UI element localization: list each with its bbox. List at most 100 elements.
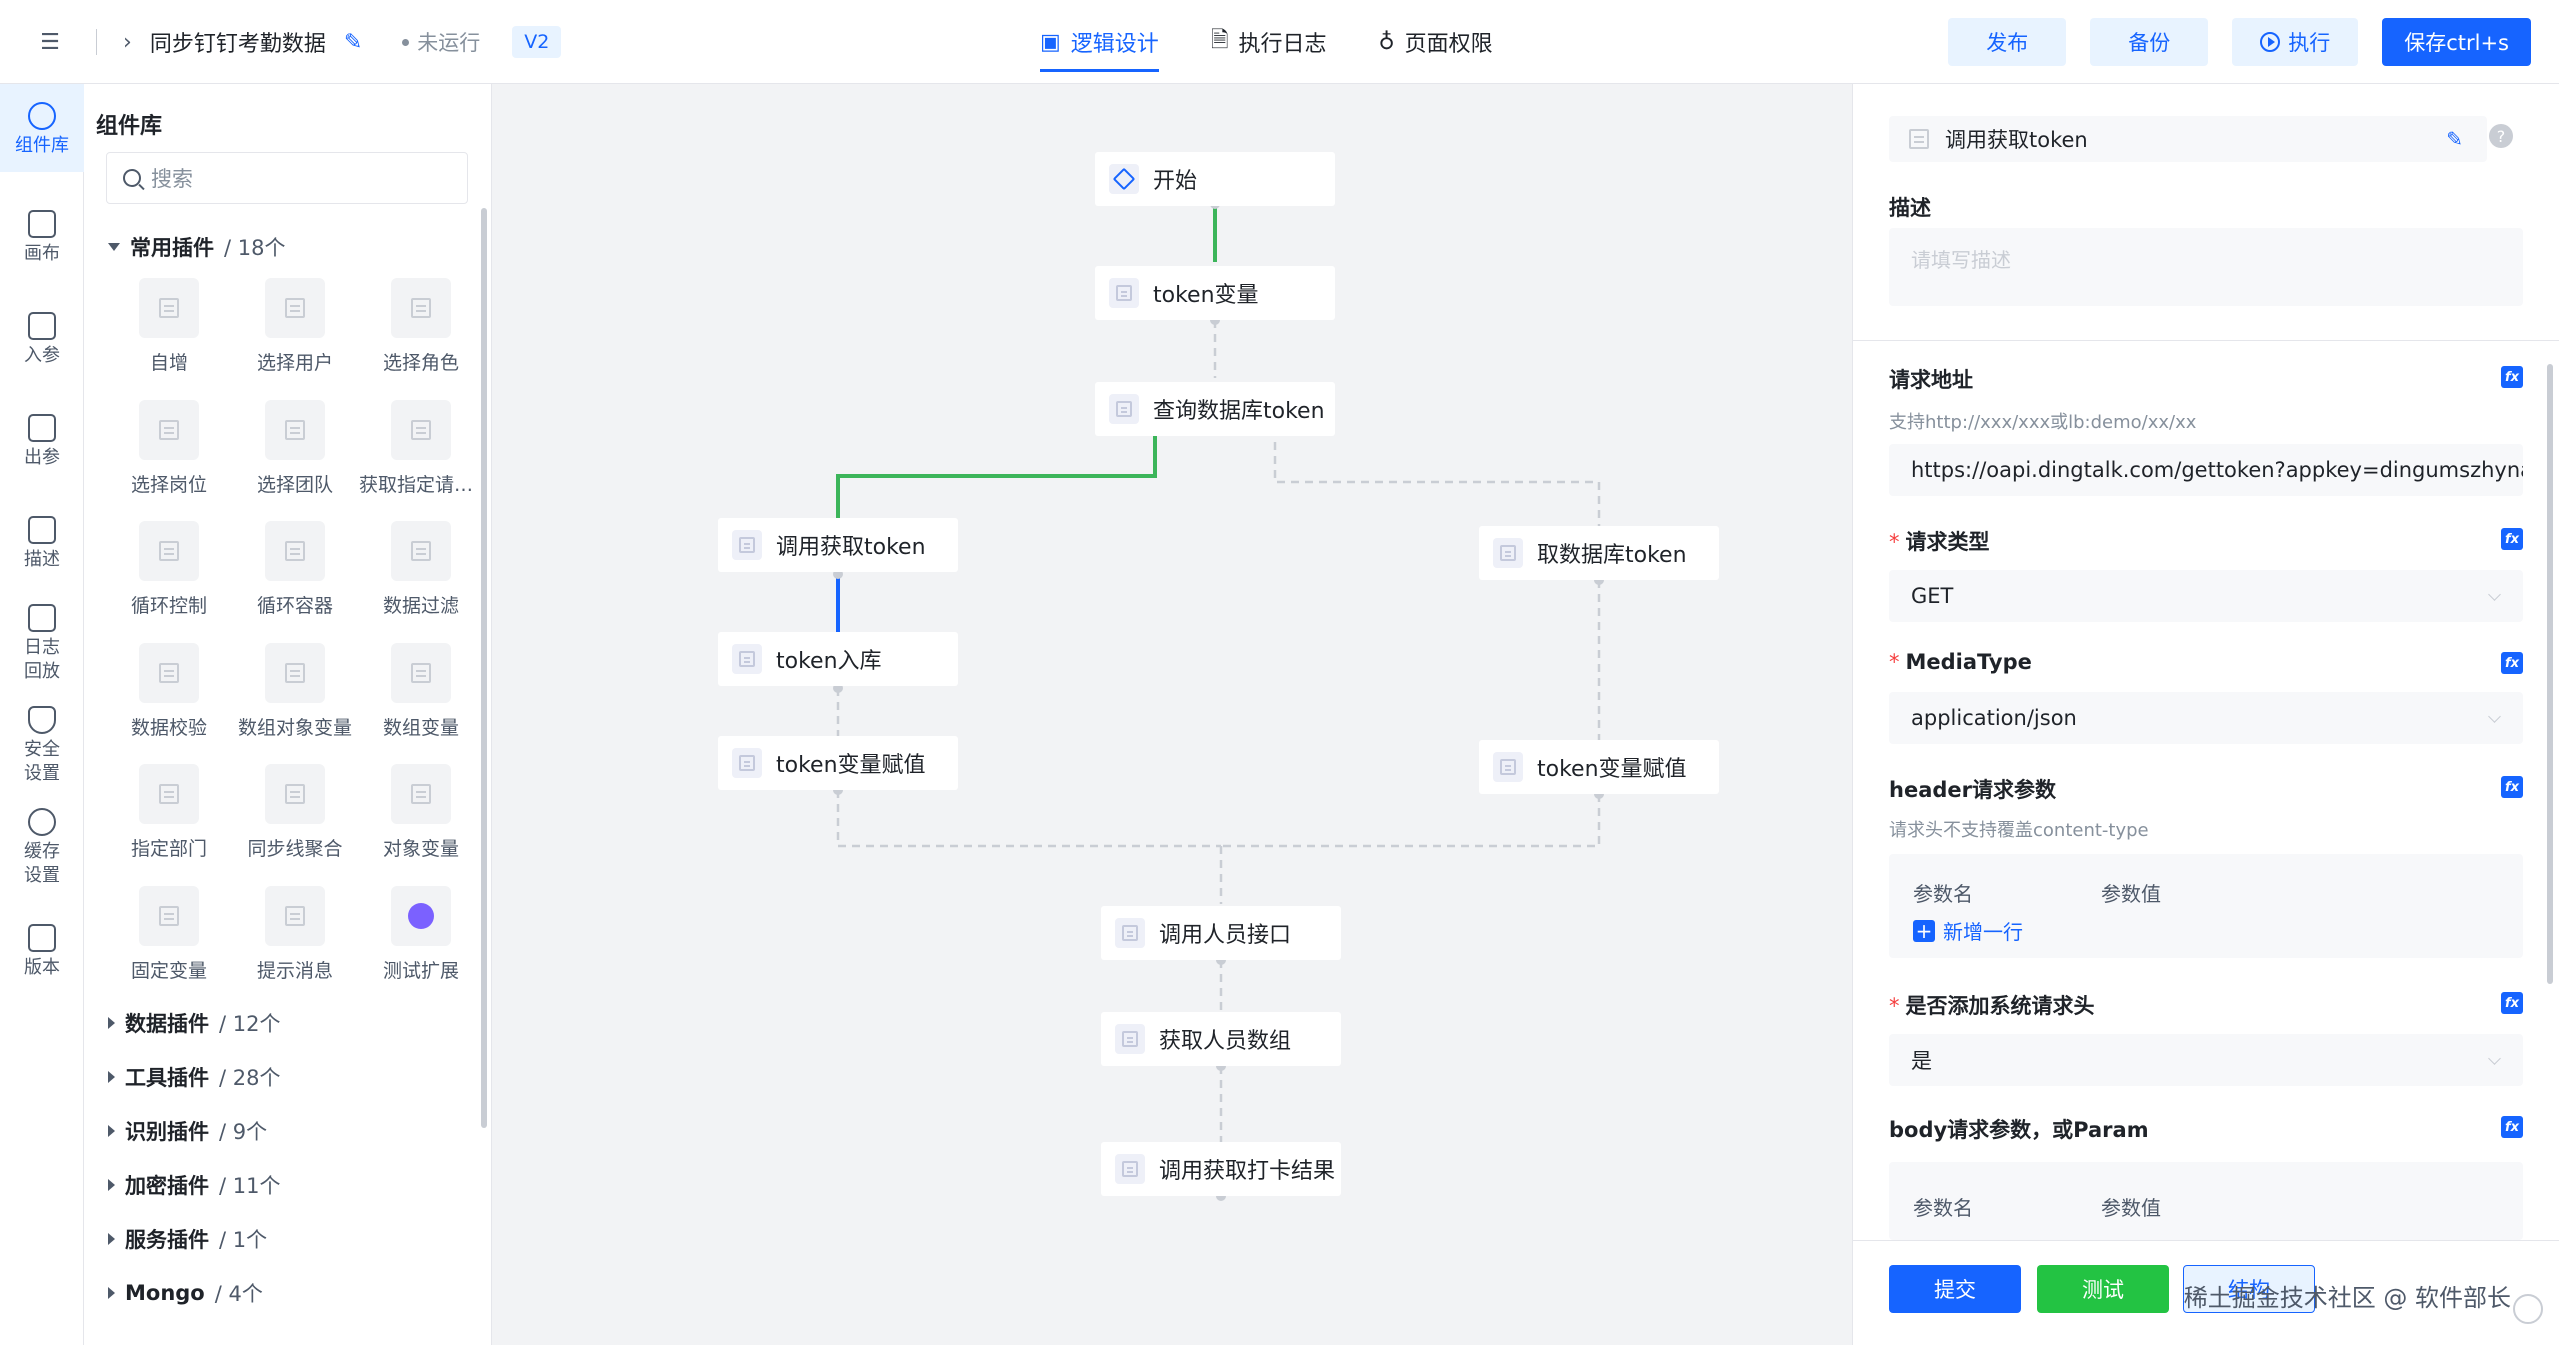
group-name: Mongo <box>125 1281 205 1305</box>
component-item[interactable]: 选择角色 <box>358 278 484 400</box>
test-button[interactable]: 测试 <box>2037 1265 2169 1313</box>
component-doc-icon <box>391 764 451 825</box>
component-item[interactable]: 测试扩展 <box>358 885 484 1008</box>
rail-item-description[interactable]: 描述 <box>0 516 84 572</box>
rail-item-cache[interactable]: 缓存 设置 <box>0 808 84 888</box>
component-item[interactable]: 循环容器 <box>232 521 358 643</box>
edit-pencil-icon[interactable]: ✎ <box>2446 127 2463 151</box>
node-token-assign-left[interactable]: token变量赋值 <box>718 736 958 790</box>
component-label: 自增 <box>149 352 188 374</box>
submit-button[interactable]: 提交 <box>1889 1265 2021 1313</box>
doc-glyph <box>411 784 431 805</box>
node-call-checkin-result[interactable]: 调用获取打卡结果 <box>1101 1142 1341 1196</box>
chevron-right-icon[interactable]: › <box>123 29 132 55</box>
component-item[interactable]: 提示消息 <box>232 885 358 1008</box>
component-label: 测试扩展 <box>382 959 459 982</box>
add-header-row-button[interactable]: +新增一行 <box>1913 916 2023 945</box>
search-input[interactable]: 搜索 <box>106 152 468 204</box>
fx-icon[interactable]: fx <box>2501 652 2523 674</box>
group-encryption-plugins[interactable]: 加密插件/ 11个 <box>108 1170 280 1200</box>
node-get-db-token[interactable]: 取数据库token <box>1479 526 1719 580</box>
group-common-plugins[interactable]: 常用插件 / 18个 <box>108 232 285 262</box>
component-item[interactable]: 数据校验 <box>106 642 232 765</box>
component-item[interactable]: 数组对象变量 <box>232 642 358 765</box>
fx-icon[interactable]: fx <box>2501 992 2523 1014</box>
method-label-text: 请求类型 <box>1905 530 1990 554</box>
fx-icon[interactable]: fx <box>2501 1116 2523 1138</box>
fx-icon[interactable]: fx <box>2501 366 2523 388</box>
node-token-variable[interactable]: token变量 <box>1095 266 1335 320</box>
fx-icon[interactable]: fx <box>2501 528 2523 550</box>
component-item[interactable]: 固定变量 <box>106 885 232 1008</box>
group-data-plugins[interactable]: 数据插件/ 12个 <box>108 1008 280 1038</box>
status-dot-icon <box>402 38 410 46</box>
run-button[interactable]: 执行 <box>2232 18 2359 66</box>
fx-icon[interactable]: fx <box>2501 776 2523 798</box>
library-scrollbar[interactable] <box>481 208 487 1128</box>
rail-item-input-params[interactable]: 入参 <box>0 312 84 368</box>
component-item[interactable]: 获取指定请求头 <box>358 399 484 522</box>
rail-label: 安全 设置 <box>24 739 60 784</box>
system-header-select[interactable]: 是 <box>1889 1034 2523 1086</box>
node-get-person-array[interactable]: 获取人员数组 <box>1101 1012 1341 1066</box>
node-label: token变量赋值 <box>1537 757 1687 782</box>
component-item[interactable]: 数组变量 <box>358 642 484 765</box>
edge-assign-left-to-merge <box>836 790 1221 848</box>
description-textarea[interactable]: 请填写描述 <box>1889 228 2523 306</box>
rail-item-canvas[interactable]: 画布 <box>0 210 84 266</box>
component-item[interactable]: 自增 <box>106 278 232 400</box>
component-item[interactable]: 选择团队 <box>232 399 358 522</box>
component-doc-icon <box>139 521 199 582</box>
param-value-header: 参数值 <box>2101 882 2161 906</box>
node-call-get-token[interactable]: 调用获取token <box>718 518 958 572</box>
group-mongo-plugins[interactable]: Mongo/ 4个 <box>108 1278 263 1308</box>
group-count: / 1个 <box>219 1228 268 1252</box>
flow-canvas[interactable]: 开始 token变量 查询数据库token 调用获取token 取数据库toke… <box>492 84 1852 1345</box>
plus-icon: + <box>1913 919 1935 942</box>
group-service-plugins[interactable]: 服务插件/ 1个 <box>108 1224 267 1254</box>
node-name-field[interactable]: 调用获取token ✎ <box>1889 116 2487 162</box>
description-label: 描述 <box>1889 196 1931 220</box>
component-item[interactable]: 同步线聚合 <box>232 764 358 886</box>
node-token-store[interactable]: token入库 <box>718 632 958 686</box>
rail-item-output-params[interactable]: 出参 <box>0 414 84 470</box>
component-doc-icon <box>391 399 451 460</box>
node-start[interactable]: 开始 <box>1095 152 1335 206</box>
tab-logic-design[interactable]: ▣逻辑设计 <box>1040 0 1159 84</box>
rail-label: 描述 <box>24 549 60 570</box>
help-icon[interactable]: ? <box>2489 124 2513 148</box>
edit-pencil-icon[interactable]: ✎ <box>343 29 363 55</box>
component-item[interactable]: 选择用户 <box>232 278 358 400</box>
media-type-select[interactable]: application/json <box>1889 692 2523 744</box>
node-query-db-token[interactable]: 查询数据库token <box>1095 382 1335 436</box>
tab-execution-log[interactable]: 🗎执行日志 <box>1211 0 1327 84</box>
caret-right-icon <box>108 1071 115 1083</box>
save-button[interactable]: 保存ctrl+s <box>2382 18 2531 66</box>
component-item[interactable]: 对象变量 <box>358 764 484 886</box>
publish-button[interactable]: 发布 <box>1948 18 2067 66</box>
backup-button[interactable]: 备份 <box>2090 18 2209 66</box>
component-item[interactable]: 循环控制 <box>106 521 232 643</box>
doc-glyph <box>159 298 179 318</box>
rail-item-security[interactable]: 安全 设置 <box>0 706 84 786</box>
doc-glyph <box>159 662 179 683</box>
node-call-person-api[interactable]: 调用人员接口 <box>1101 906 1341 960</box>
structure-button[interactable]: 结构 <box>2183 1265 2315 1313</box>
component-item[interactable]: 数据过滤 <box>358 521 484 643</box>
component-label: 数组对象变量 <box>237 716 352 739</box>
component-doc-icon <box>139 885 199 946</box>
menu-list-icon[interactable]: ☰ <box>40 29 60 55</box>
rail-item-log-replay[interactable]: 日志 回放 <box>0 604 84 684</box>
component-item[interactable]: 选择岗位 <box>106 399 232 522</box>
group-recognition-plugins[interactable]: 识别插件/ 9个 <box>108 1116 267 1146</box>
group-tool-plugins[interactable]: 工具插件/ 28个 <box>108 1062 280 1092</box>
rail-item-components[interactable]: 组件库 <box>0 84 84 172</box>
url-input[interactable]: https://oapi.dingtalk.com/gettoken?appke… <box>1889 444 2523 496</box>
method-select[interactable]: GET <box>1889 570 2523 622</box>
panel-scrollbar[interactable] <box>2547 364 2553 984</box>
properties-panel: 调用获取token ✎ ? 描述 请填写描述 请求地址 fx 支持http://… <box>1852 84 2559 1345</box>
rail-item-version[interactable]: 版本 <box>0 924 84 980</box>
component-item[interactable]: 指定部门 <box>106 764 232 886</box>
tab-page-permission[interactable]: ♁页面权限 <box>1379 0 1493 84</box>
node-token-assign-right[interactable]: token变量赋值 <box>1479 740 1719 794</box>
